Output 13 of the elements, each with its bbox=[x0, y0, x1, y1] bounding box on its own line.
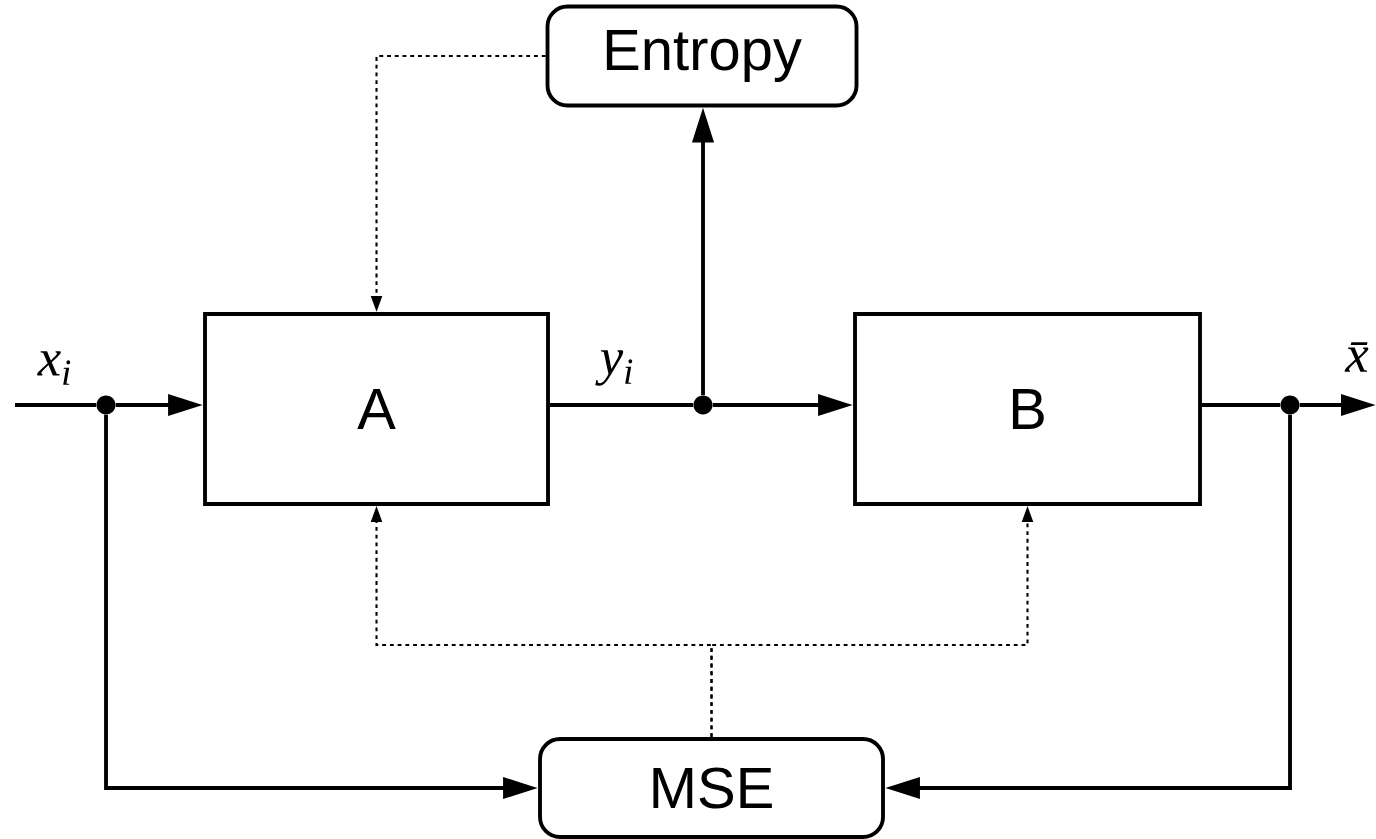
process-box: B bbox=[853, 312, 1202, 506]
signal-label: y$_{i}$ bbox=[595, 350, 633, 386]
process-box: MSE bbox=[538, 737, 885, 839]
junction-dot bbox=[96, 395, 116, 415]
connector-line bbox=[1201, 403, 1281, 407]
signal-label: x$_{i}$ bbox=[37, 351, 71, 385]
process-box: A bbox=[203, 312, 550, 506]
connector-line bbox=[549, 403, 694, 407]
connector-line bbox=[15, 403, 97, 407]
process-box: Entropy bbox=[545, 4, 859, 108]
signal-label: x̄ bbox=[1344, 342, 1369, 372]
junction-dot bbox=[1280, 395, 1300, 415]
junction-dot bbox=[693, 395, 713, 415]
